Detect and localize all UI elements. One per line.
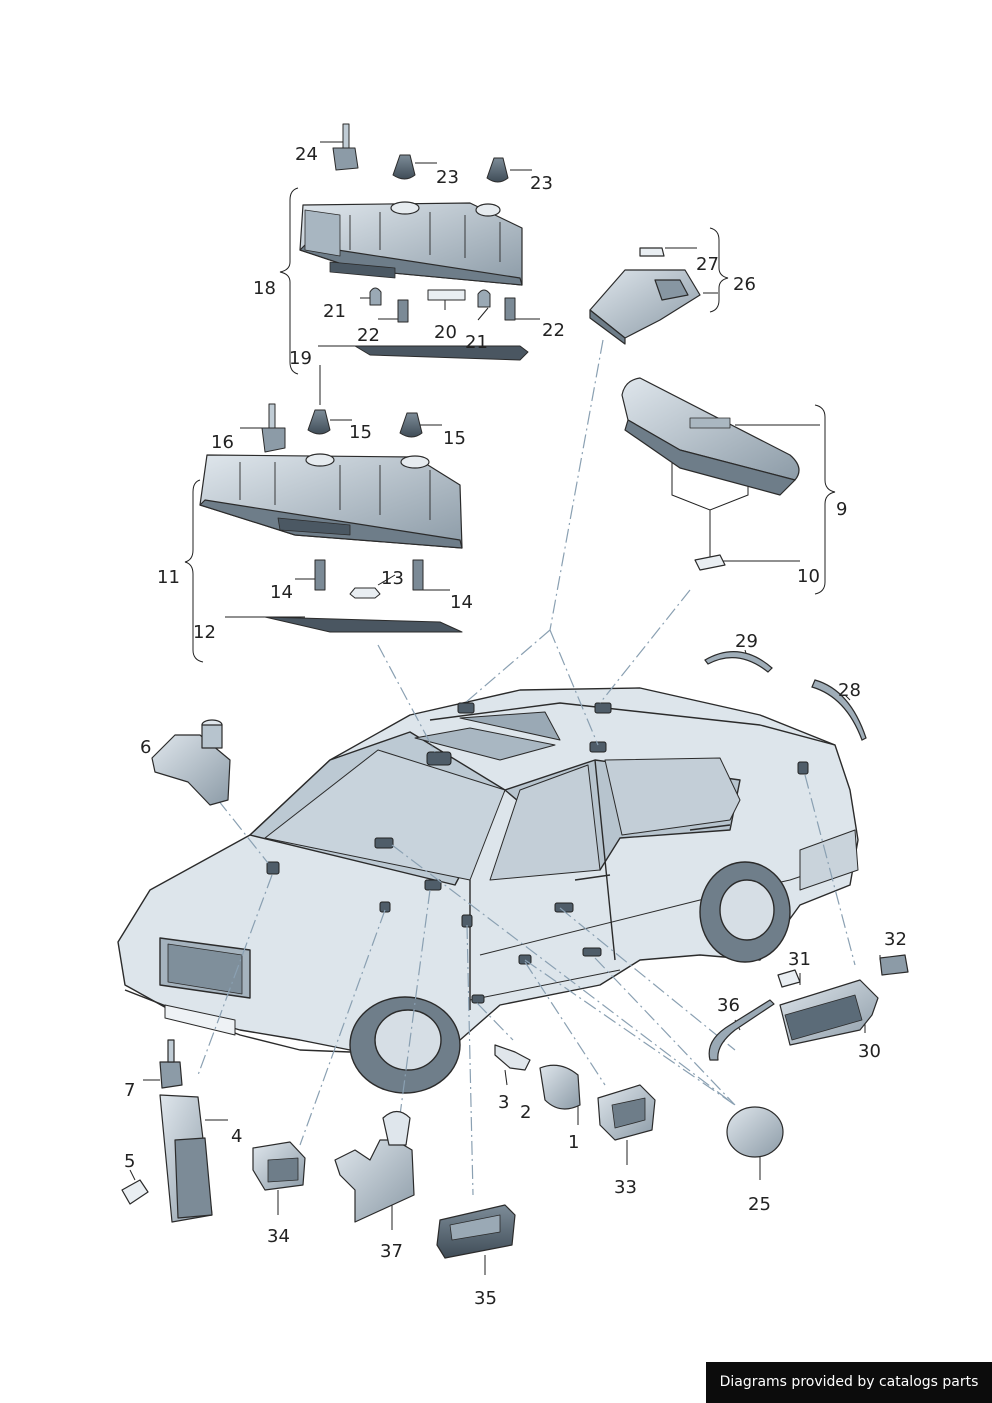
left-bottom-parts: [121, 719, 231, 1223]
callout-28: 28: [838, 680, 861, 701]
callout-2: 2: [520, 1102, 531, 1123]
upper-small-parts: [332, 123, 529, 361]
callout-19: 19: [289, 348, 312, 369]
callout-15a: 15: [349, 422, 372, 443]
callout-22a: 22: [357, 325, 380, 346]
callout-23a: 23: [436, 167, 459, 188]
callout-21b: 21: [465, 332, 488, 353]
callout-11: 11: [157, 567, 180, 588]
callout-14a: 14: [270, 582, 293, 603]
bottom-row-parts: [252, 954, 909, 1259]
car-lamp-markers: [266, 702, 809, 1004]
grouping-braces: [184, 187, 836, 663]
trim-strips: [704, 651, 867, 741]
callout-18: 18: [253, 278, 276, 299]
callout-26: 26: [733, 274, 756, 295]
callout-5: 5: [124, 1151, 135, 1172]
callout-25: 25: [748, 1194, 771, 1215]
callout-31: 31: [788, 949, 811, 970]
callout-4: 4: [231, 1126, 242, 1147]
callout-14b: 14: [450, 592, 473, 613]
callout-20: 20: [434, 322, 457, 343]
interior-light-lower: [199, 453, 463, 549]
interior-light-upper: [299, 201, 523, 286]
callout-30: 30: [858, 1041, 881, 1062]
callout-1: 1: [568, 1132, 579, 1153]
callout-29: 29: [735, 631, 758, 652]
callout-23b: 23: [530, 173, 553, 194]
callout-3: 3: [498, 1092, 509, 1113]
callout-6: 6: [140, 737, 151, 758]
callout-16: 16: [211, 432, 234, 453]
callout-10: 10: [797, 566, 820, 587]
lower-small-parts: [261, 403, 463, 633]
callout-leaders: [129, 141, 881, 1275]
callout-33: 33: [614, 1177, 637, 1198]
callout-22b: 22: [542, 320, 565, 341]
callout-13: 13: [381, 568, 404, 589]
right-upper-lamps: [589, 247, 800, 571]
callout-labels: 1 2 3 4 5 6 7 9 10 11 12 13 14 14 15 15 …: [124, 144, 907, 1309]
callout-12: 12: [193, 622, 216, 643]
car-body: [117, 687, 859, 1094]
callout-15b: 15: [443, 428, 466, 449]
callout-21a: 21: [323, 301, 346, 322]
callout-35: 35: [474, 1288, 497, 1309]
callout-34: 34: [267, 1226, 290, 1247]
callout-24: 24: [295, 144, 318, 165]
callout-27: 27: [696, 254, 719, 275]
callout-36: 36: [717, 995, 740, 1016]
callout-32: 32: [884, 929, 907, 950]
callout-7: 7: [124, 1080, 135, 1101]
diagram-credit: Diagrams provided by catalogs parts: [706, 1362, 992, 1403]
leader-lines: [197, 339, 856, 1196]
callout-37: 37: [380, 1241, 403, 1262]
callout-9: 9: [836, 499, 847, 520]
